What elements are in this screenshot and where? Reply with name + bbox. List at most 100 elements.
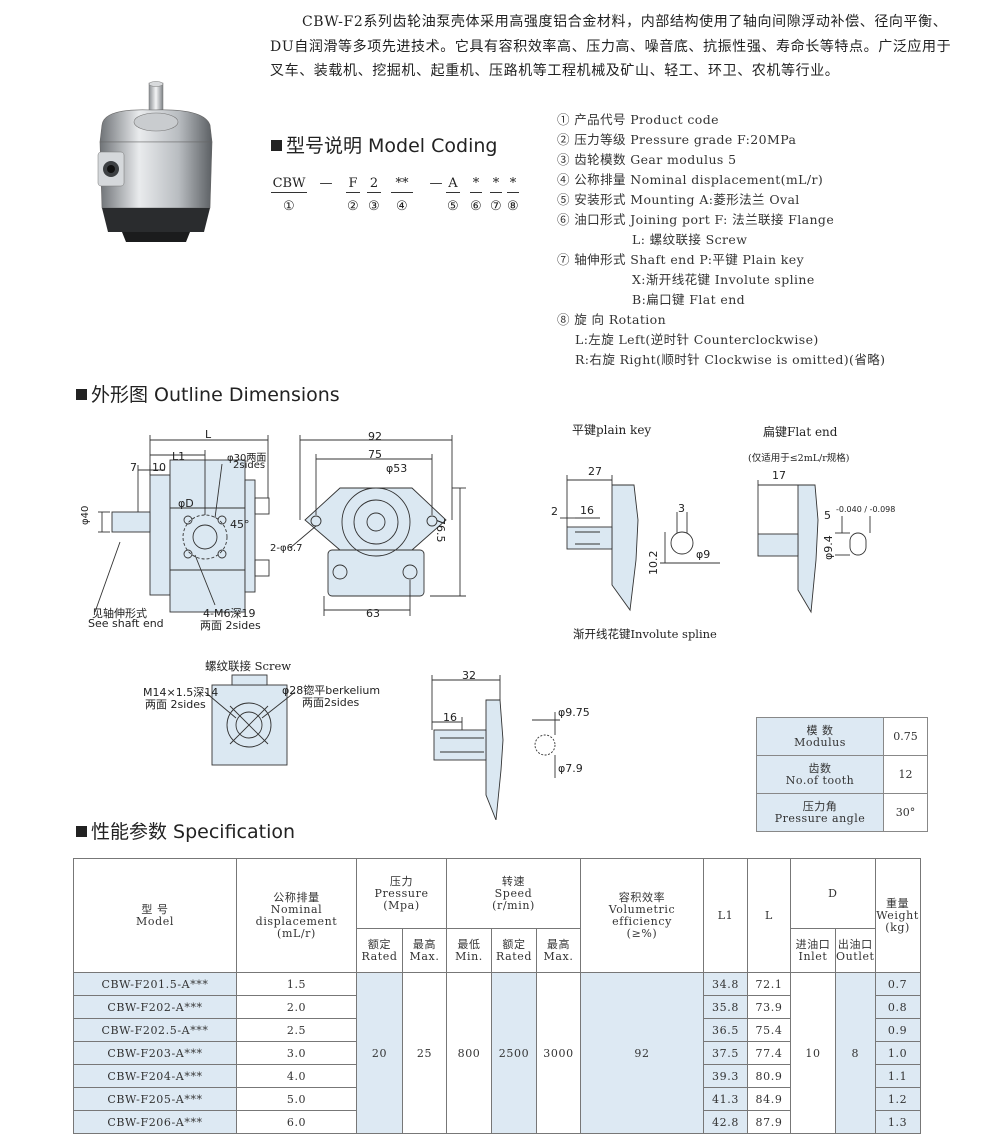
- spline-param-value: 0.75: [883, 717, 928, 756]
- cell-L: 87.9: [747, 1110, 791, 1134]
- cell-model: CBW-F202.5-A***: [73, 1018, 237, 1042]
- dim-2sides: 2sides: [233, 460, 266, 471]
- cell-weight: 1.2: [874, 1087, 921, 1111]
- code-segment-text: **: [391, 176, 413, 193]
- dim-pk-3: 3: [678, 502, 685, 515]
- m6-sides-label: 两面 2sides: [200, 619, 261, 632]
- code-segment: *: [490, 176, 502, 193]
- cell-L: 84.9: [747, 1087, 791, 1111]
- cell-rated-pressure: 20: [356, 972, 403, 1134]
- cell-rated-speed: 2500: [491, 972, 537, 1134]
- see-shaft-en: See shaft end: [88, 617, 164, 630]
- m14-label: M14×1.5深14: [143, 686, 219, 699]
- code-segment-number: ⑦: [490, 199, 502, 214]
- cell-displacement: 3.0: [236, 1041, 357, 1065]
- dim-fe-5: 5: [824, 509, 831, 522]
- flat-end-drawing: [757, 480, 871, 614]
- flat-end-label: 扁键Flat end: [763, 425, 838, 439]
- dim-pk-2: 2: [551, 505, 558, 518]
- cell-L1: 42.8: [703, 1110, 748, 1134]
- code-segment: *: [470, 176, 482, 193]
- cell-min-speed: 800: [446, 972, 492, 1134]
- code-segment-number: ②: [347, 199, 359, 214]
- dim-sp-32: 32: [462, 669, 476, 682]
- cell-L1: 37.5: [703, 1041, 748, 1065]
- code-segment-text: *: [470, 176, 482, 193]
- dim-sp-phi9-75: φ9.75: [558, 706, 590, 719]
- cell-weight: 0.8: [874, 995, 921, 1019]
- cell-L: 77.4: [747, 1041, 791, 1065]
- screw-label: 螺纹联接 Screw: [205, 659, 292, 673]
- dim-2-phi6-7: 2-φ6.7: [270, 543, 303, 554]
- cell-weight: 0.9: [874, 1018, 921, 1042]
- dim-pk-27: 27: [588, 465, 602, 478]
- cell-model: CBW-F206-A***: [73, 1110, 237, 1134]
- intro-paragraph: CBW-F2系列齿轮油泵壳体采用高强度铝合金材料，内部结构使用了轴向间隙浮动补偿…: [270, 14, 952, 79]
- cell-L1: 34.8: [703, 972, 748, 996]
- header-D: D: [790, 858, 876, 929]
- cell-model: CBW-F202-A***: [73, 995, 237, 1019]
- spec-heading: 性能参数 Specification: [76, 817, 295, 844]
- code-segment-number: ⑤: [447, 199, 459, 214]
- cell-L1: 39.3: [703, 1064, 748, 1088]
- code-segment-text: —: [319, 176, 333, 191]
- cell-L: 75.4: [747, 1018, 791, 1042]
- legend-item: B:扁口键 Flat end: [632, 292, 746, 307]
- legend-item: ② 压力等级 Pressure grade F:20MPa: [557, 132, 797, 147]
- code-segment: **: [391, 176, 413, 193]
- cell-displacement: 1.5: [236, 972, 357, 996]
- code-segment-text: *: [490, 176, 502, 193]
- flat-end-note: (仅适用于≤2mL/r规格): [748, 453, 850, 464]
- spline-param-value: 12: [883, 755, 928, 794]
- cell-L: 80.9: [747, 1064, 791, 1088]
- dim-sp-phi7-9: φ7.9: [558, 762, 583, 775]
- plain-key-label: 平键plain key: [572, 423, 652, 437]
- code-segment-text: 2: [367, 176, 381, 193]
- cell-L: 72.1: [747, 972, 791, 996]
- code-segment: —: [314, 176, 338, 192]
- legend-item: X:渐开线花键 Involute spline: [632, 272, 815, 287]
- header-L1: L1: [703, 858, 748, 973]
- front-view-drawing: [289, 435, 466, 616]
- dim-pk-10-2: 10.2: [647, 550, 660, 576]
- dim-phi53: φ53: [386, 462, 408, 475]
- cell-L: 73.9: [747, 995, 791, 1019]
- cell-inlet: 10: [790, 972, 836, 1134]
- cell-model: CBW-F201.5-A***: [73, 972, 237, 996]
- dim-75: 75: [368, 448, 382, 461]
- code-segment-text: F: [346, 176, 360, 193]
- cell-L1: 36.5: [703, 1018, 748, 1042]
- code-segment: *: [507, 176, 519, 193]
- cell-weight: 1.1: [874, 1064, 921, 1088]
- cell-displacement: 6.0: [236, 1110, 357, 1134]
- outline-heading: 外形图 Outline Dimensions: [76, 380, 340, 407]
- bullet-square-icon: [76, 826, 87, 837]
- cell-L1: 35.8: [703, 995, 748, 1019]
- cell-weight: 1.3: [874, 1110, 921, 1134]
- cell-max-speed: 3000: [536, 972, 581, 1134]
- m14-sides-label: 两面 2sides: [145, 698, 206, 711]
- dim-phi40: φ40: [80, 505, 91, 525]
- model-coding-heading: 型号说明 Model Coding: [271, 131, 497, 158]
- screw-port-drawing: [204, 674, 296, 766]
- code-segment-number: ④: [396, 199, 408, 214]
- dim-10: 10: [152, 461, 166, 474]
- code-segment-number: ③: [368, 199, 380, 214]
- cell-displacement: 2.0: [236, 995, 357, 1019]
- spline-param-value: 30°: [883, 793, 928, 832]
- dim-pk-phi9: φ9: [696, 548, 711, 561]
- cell-displacement: 4.0: [236, 1064, 357, 1088]
- dim-7: 7: [130, 461, 137, 474]
- dim-L1: L1: [172, 450, 186, 463]
- code-segment: 2: [367, 176, 381, 193]
